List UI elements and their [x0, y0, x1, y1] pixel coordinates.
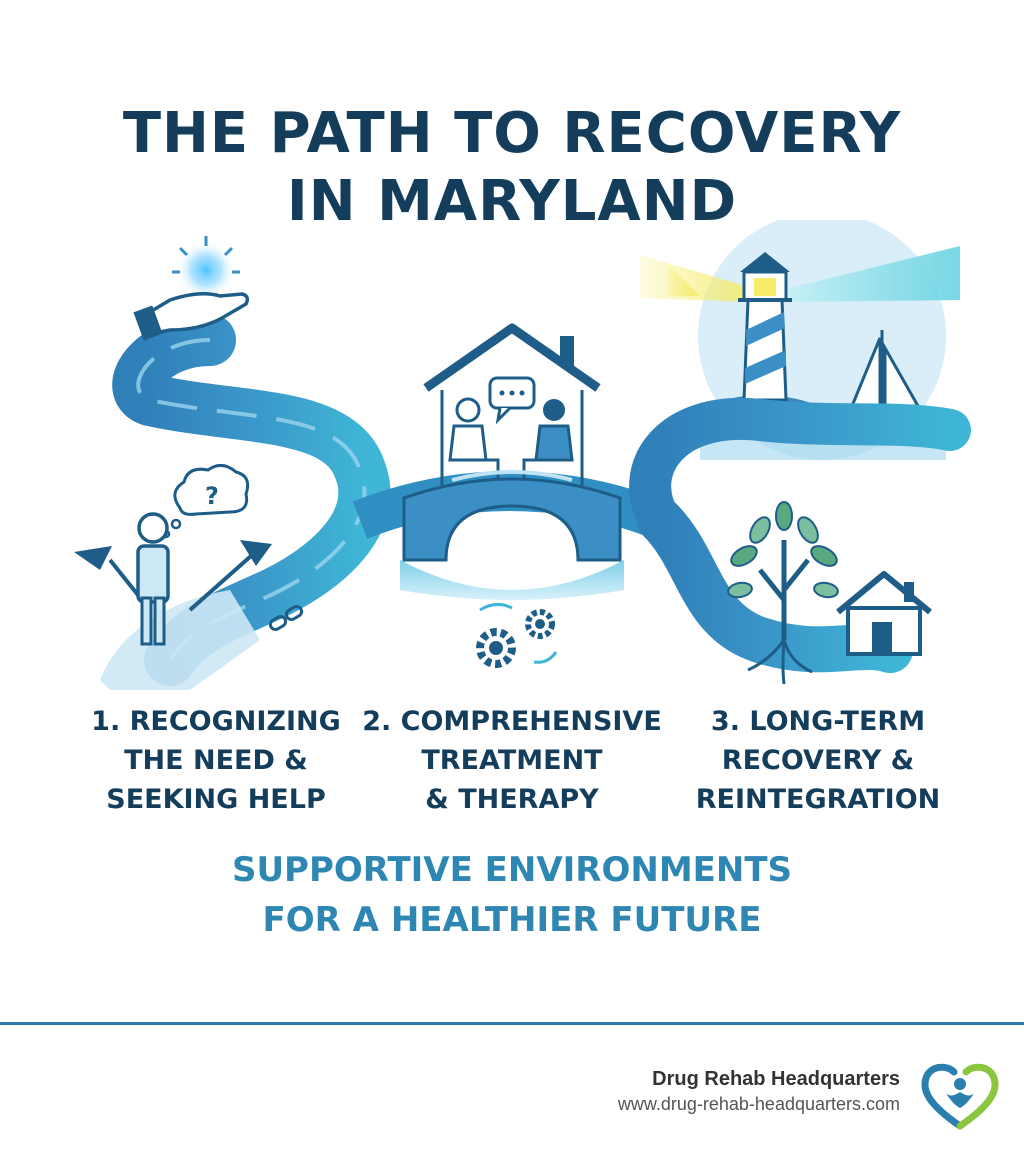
step-2-line-3: & THERAPY	[425, 784, 599, 815]
step-2-label: 2. COMPREHENSIVE TREATMENT & THERAPY	[352, 702, 672, 819]
title-line-1: THE PATH TO RECOVERY	[122, 100, 902, 166]
brand-logo-icon	[921, 1063, 999, 1130]
step-1-line-2: THE NEED &	[124, 745, 308, 776]
speech-bubble-icon	[488, 376, 536, 425]
step-3-line-1: 3. LONG-TERM	[710, 706, 926, 737]
footer-divider	[0, 1022, 1024, 1025]
lighthouse-icon	[738, 252, 792, 402]
footer-brand: Drug Rehab Headquarters www.drug-rehab-h…	[618, 1066, 900, 1116]
footer-url[interactable]: www.drug-rehab-headquarters.com	[617, 1094, 900, 1114]
step-3-line-3: REINTEGRATION	[695, 784, 941, 815]
step-1-line-1: 1. RECOGNIZING	[91, 706, 341, 737]
step-2-line-1: 2. COMPREHENSIVE	[362, 706, 662, 737]
step-1-line-3: SEEKING HELP	[106, 784, 326, 815]
broken-chain-icon	[268, 605, 304, 631]
step-2-line-2: TREATMENT	[421, 745, 603, 776]
step-1-label: 1. RECOGNIZING THE NEED & SEEKING HELP	[56, 702, 376, 819]
step-3-label: 3. LONG-TERM RECOVERY & REINTEGRATION	[658, 702, 978, 819]
home-icon	[836, 571, 932, 656]
page-title: THE PATH TO RECOVERY IN MARYLAND	[0, 100, 1024, 236]
tree-roots-icon	[727, 501, 839, 685]
step-3-line-2: RECOVERY &	[721, 745, 915, 776]
tagline-line-1: SUPPORTIVE ENVIRONMENTS	[231, 850, 793, 890]
title-line-2: IN MARYLAND	[286, 168, 738, 234]
glow-light-icon	[172, 236, 240, 300]
helping-hand-icon	[133, 292, 250, 341]
house-counseling-icon	[423, 323, 601, 490]
svg-text:?: ?	[205, 482, 219, 510]
tagline-line-2: FOR A HEALTHIER FUTURE	[262, 900, 762, 940]
question-thought-icon: ?	[161, 464, 250, 539]
gears-icon	[476, 603, 558, 668]
bridge-icon	[400, 470, 624, 600]
tagline: SUPPORTIVE ENVIRONMENTS FOR A HEALTHIER …	[0, 845, 1024, 945]
footer-brand-name: Drug Rehab Headquarters	[652, 1068, 900, 1090]
recovery-path-illustration: ?	[74, 220, 971, 690]
person-crossroads-icon	[74, 512, 272, 690]
